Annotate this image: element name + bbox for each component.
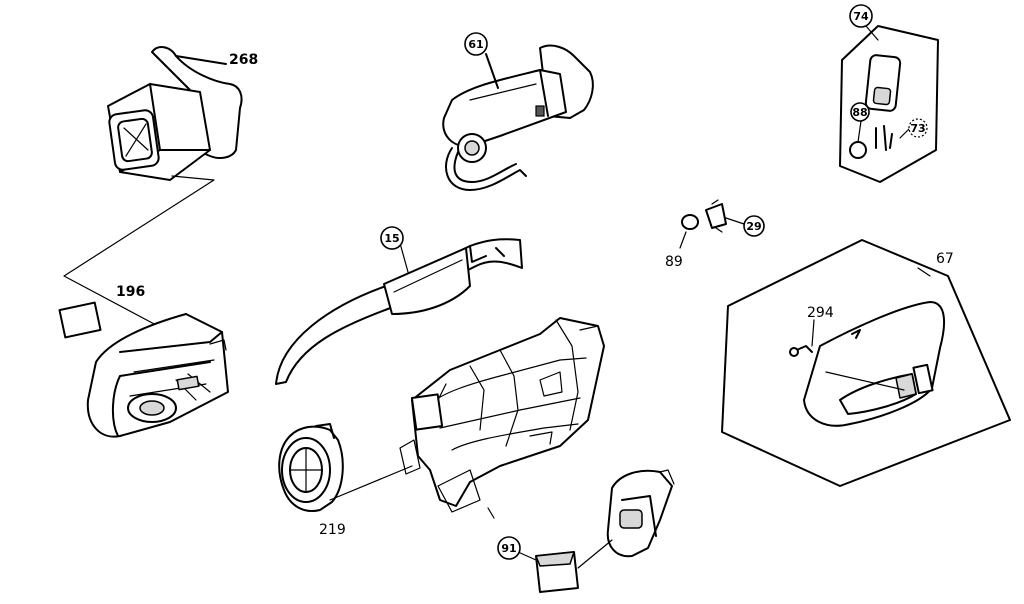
callout-29-ring — [743, 215, 765, 237]
callout-88: 88 — [852, 106, 867, 119]
callout-74: 74 — [853, 10, 869, 23]
callout-91-ring — [497, 536, 521, 560]
part-89-29-clips — [679, 199, 745, 249]
part-61-handgrip — [442, 44, 594, 191]
leader-74 — [865, 25, 879, 41]
part-74-kit — [839, 25, 939, 183]
callout-15-ring — [380, 226, 404, 250]
part-15-strap — [275, 235, 523, 385]
callout-268: 268 — [229, 52, 258, 68]
part-196-housing — [58, 301, 229, 438]
part-268-eyecup — [107, 46, 243, 181]
part-219-lens-ring — [278, 423, 413, 512]
callout-74-ring — [849, 4, 873, 28]
callout-29: 29 — [746, 220, 761, 233]
callout-67: 67 — [936, 251, 954, 267]
callout-89: 89 — [665, 254, 683, 270]
callout-91: 91 — [501, 542, 516, 555]
part-main-chassis — [399, 317, 605, 519]
callout-61: 61 — [468, 38, 483, 51]
callout-73: 73 — [910, 122, 925, 135]
callout-196: 196 — [116, 284, 145, 300]
callout-73-ring — [908, 118, 928, 138]
part-91-cover — [517, 469, 675, 593]
callout-61-ring — [464, 32, 488, 56]
callout-294: 294 — [807, 305, 834, 321]
part-67-side-panel — [721, 239, 1011, 487]
callout-15: 15 — [384, 232, 399, 245]
callout-88-ring — [850, 102, 870, 122]
callout-219: 219 — [319, 522, 346, 538]
leader-268-196 — [63, 175, 215, 327]
